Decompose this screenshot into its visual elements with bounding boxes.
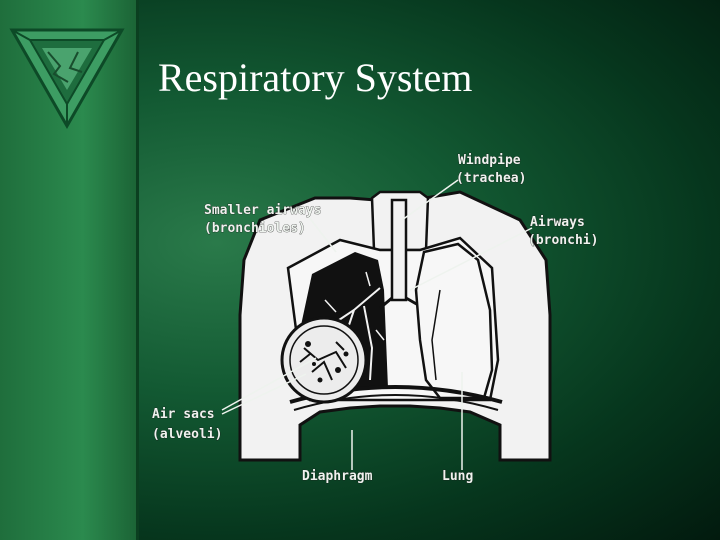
label-smaller-airways: Smaller airways — [204, 203, 321, 218]
label-windpipe: Windpipe — [458, 153, 521, 168]
label-trachea: (trachea) — [456, 171, 526, 186]
slide-title: Respiratory System — [158, 55, 473, 100]
label-diaphragm: Diaphragm — [302, 469, 373, 484]
inverted-triangle-logo-icon — [9, 28, 125, 130]
label-lung: Lung — [442, 469, 473, 484]
label-bronchioles: (bronchioles) — [204, 221, 306, 236]
sidebar-divider — [136, 0, 139, 540]
label-bronchi: (bronchi) — [528, 233, 598, 248]
label-airways: Airways — [530, 215, 585, 230]
label-air-sacs: Air sacs — [152, 407, 215, 422]
label-alveoli: (alveoli) — [152, 427, 222, 442]
label-leader-lines — [221, 179, 533, 470]
respiratory-diagram: Windpipe (trachea) Smaller airways (bron… — [152, 153, 599, 485]
